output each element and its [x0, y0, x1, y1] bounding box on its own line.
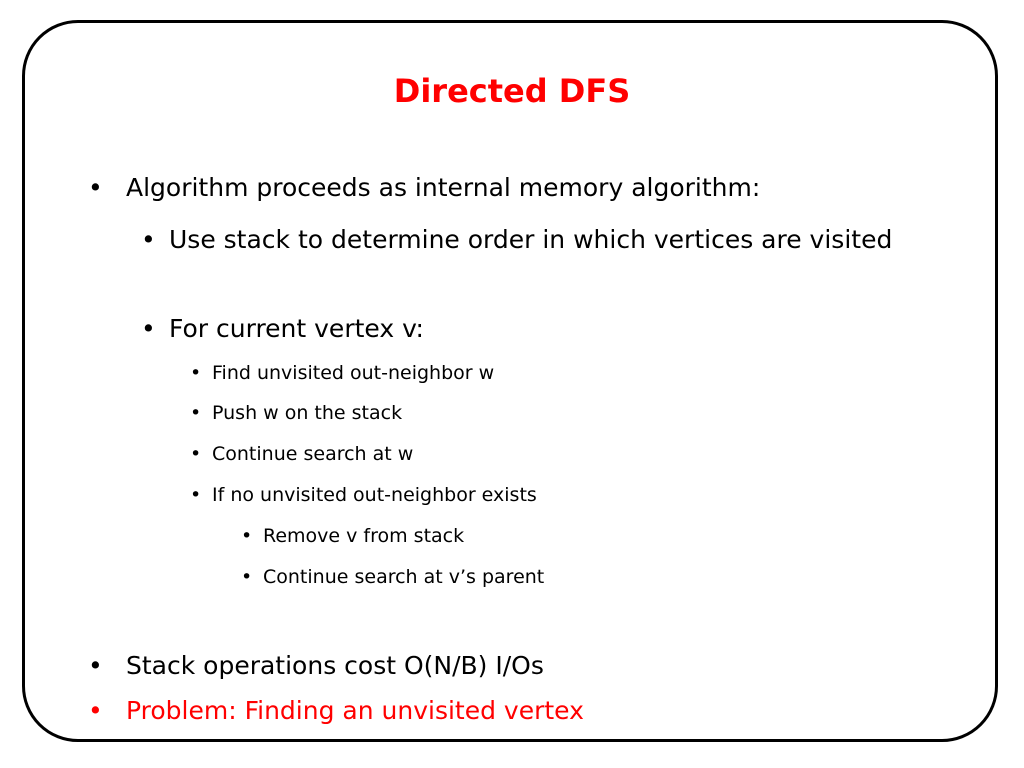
bullet-dot-icon: •	[141, 225, 156, 254]
bullet-dot-icon: •	[88, 696, 103, 725]
bullet-dot-icon: •	[241, 525, 253, 547]
bullet-item-4: • Find unvisited out-neighbor w	[190, 358, 494, 388]
bullet-dot-icon: •	[88, 173, 103, 202]
bullet-text: Problem: Finding an unvisited vertex	[126, 696, 584, 725]
bullet-text: Push w on the stack	[212, 402, 403, 424]
bullet-text: For current vertex v:	[169, 314, 424, 343]
bullet-text: Use stack to determine order in which ve…	[169, 225, 893, 254]
bullet-item-2: • Use stack to determine order in which …	[141, 220, 949, 260]
bullet-item-5: • Push w on the stack	[190, 398, 402, 428]
bullet-dot-icon: •	[141, 314, 156, 343]
bullet-text: Continue search at w	[212, 443, 414, 465]
bullet-text: Remove v from stack	[263, 525, 465, 547]
bullet-item-6: • Continue search at w	[190, 439, 413, 469]
bullet-dot-icon: •	[88, 651, 103, 680]
bullet-dot-icon: •	[241, 566, 253, 588]
bullet-item-7: • If no unvisited out-neighbor exists	[190, 480, 537, 510]
bullet-text: Stack operations cost O(N/B) I/Os	[126, 651, 544, 680]
bullet-text: Continue search at v’s parent	[263, 566, 545, 588]
bullet-item-problem: • Problem: Finding an unvisited vertex	[88, 691, 584, 731]
slide-title: Directed DFS	[393, 72, 631, 110]
bullet-item-3: • For current vertex v:	[141, 309, 424, 349]
bullet-item-9: • Continue search at v’s parent	[241, 562, 544, 592]
bullet-text: Algorithm proceeds as internal memory al…	[126, 173, 761, 202]
bullet-dot-icon: •	[190, 443, 202, 465]
bullet-dot-icon: •	[190, 362, 202, 384]
bullet-item-10: • Stack operations cost O(N/B) I/Os	[88, 646, 544, 686]
slide-frame	[22, 20, 998, 742]
bullet-dot-icon: •	[190, 484, 202, 506]
bullet-item-1: • Algorithm proceeds as internal memory …	[88, 168, 760, 208]
bullet-item-8: • Remove v from stack	[241, 521, 464, 551]
bullet-text: Find unvisited out-neighbor w	[212, 362, 495, 384]
bullet-text: If no unvisited out-neighbor exists	[212, 484, 537, 506]
bullet-dot-icon: •	[190, 402, 202, 424]
